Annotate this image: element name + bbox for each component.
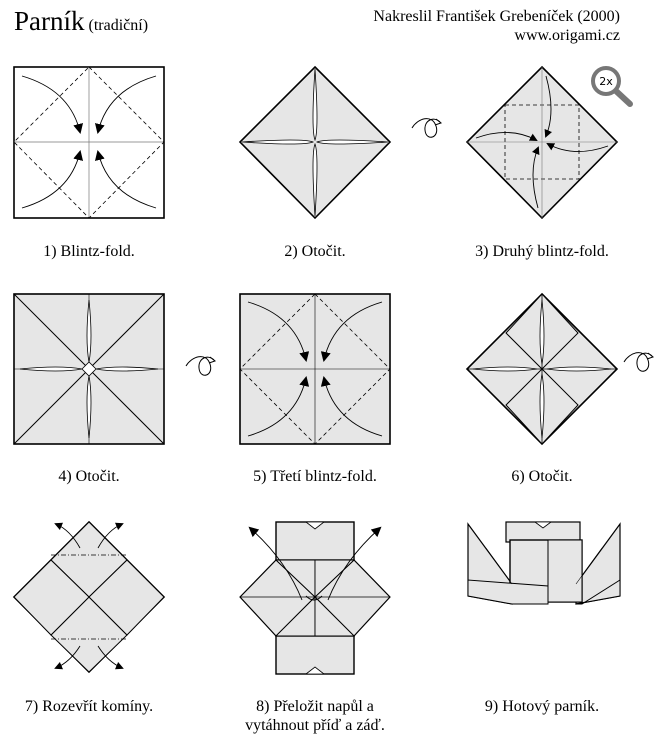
step-9-diagram <box>467 521 621 605</box>
step-8-diagram <box>239 521 391 675</box>
step-2-diagram <box>238 65 392 220</box>
step-5-diagram <box>239 293 391 445</box>
step-6-caption: 6) Otočit. <box>511 468 573 485</box>
step-2-caption: 2) Otočit. <box>284 243 346 260</box>
subtitle-text: (tradiční) <box>88 17 149 34</box>
zoom-badge: 2x <box>599 75 613 88</box>
step-4-diagram <box>13 293 165 445</box>
step-5-caption: 5) Třetí blintz-fold. <box>253 468 377 485</box>
turn-over-icon <box>623 352 655 372</box>
step-1-diagram <box>13 66 165 219</box>
author-credit: Nakreslil František Grebeníček (2000) <box>373 8 620 25</box>
website-link[interactable]: www.origami.cz <box>514 27 620 44</box>
step-7-caption: 7) Rozevřít komíny. <box>24 698 154 715</box>
step-7-diagram <box>12 520 166 674</box>
title-text: Parník <box>14 6 85 36</box>
step-3-caption: 3) Druhý blintz-fold. <box>475 243 609 260</box>
step-8-caption: 8) Přeložit napůl a vytáhnout příď a záď… <box>205 697 425 735</box>
magnify-icon: 2x <box>591 66 633 107</box>
step-1-caption: 1) Blintz-fold. <box>43 243 135 260</box>
credit-block: Nakreslil František Grebeníček (2000) ww… <box>373 7 620 45</box>
step-9-caption: 9) Hotový parník. <box>484 698 600 715</box>
diagram-title: Parník(tradiční) <box>14 6 148 37</box>
step-4-caption: 4) Otočit. <box>58 468 120 485</box>
step-8-caption-line1: 8) Přeložit napůl a <box>256 698 374 715</box>
step-3-diagram <box>465 65 619 220</box>
turn-over-icon <box>411 118 443 138</box>
step-8-caption-line2: vytáhnout příď a záď. <box>245 717 385 734</box>
turn-over-icon <box>185 356 217 376</box>
step-6-diagram <box>465 292 619 446</box>
